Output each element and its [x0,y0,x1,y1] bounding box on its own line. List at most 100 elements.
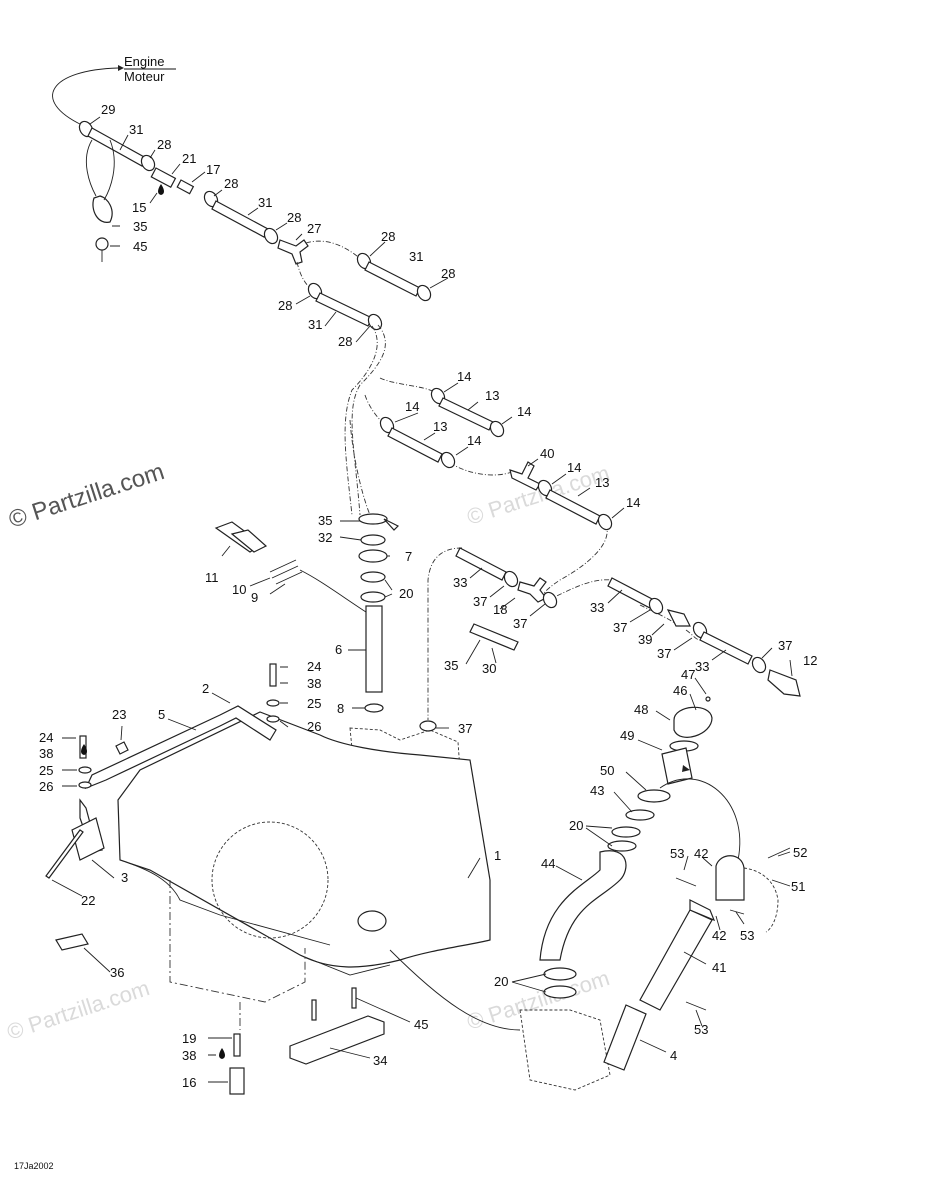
drawing-code: 17Ja2002 [14,1161,54,1171]
clamp-37-b [542,591,558,609]
callout-31d: 31 [308,317,322,332]
support-34 [289,1015,385,1065]
bolt-19 [233,1033,241,1057]
callout-10: 10 [232,582,246,597]
callout-24a: 24 [307,659,321,674]
engine-label: Engine [124,54,164,69]
callout-18: 18 [493,602,507,617]
callout-29: 29 [101,102,115,117]
pickup-tube-6 [365,605,383,693]
tee-18 [517,577,547,603]
callout-13b: 13 [433,419,447,434]
leader-lines [51,116,793,1083]
callout-15: 15 [132,200,146,215]
clamp-28-e [416,284,432,302]
callout-7: 7 [405,549,412,564]
clamp-37-c [648,597,664,615]
upper-fuel-line [78,120,432,331]
callout-28c: 28 [287,210,301,225]
callout-6: 6 [335,642,342,657]
hose-13-c [545,489,601,525]
callout-14b: 14 [517,404,531,419]
hose-31-lower [315,292,373,327]
vent-line [419,547,801,732]
callout-37e: 37 [778,638,792,653]
clamp-14-f [597,513,613,531]
callout-19: 19 [182,1031,196,1046]
callout-5: 5 [158,707,165,722]
callout-28d: 28 [381,229,395,244]
callout-38b: 38 [39,746,53,761]
callout-37d: 37 [657,646,671,661]
nut-7 [358,549,388,563]
ring-43 [625,809,655,821]
tie-strap-35-top [92,195,113,223]
callout-37c: 37 [613,620,627,635]
tie-35-center [358,513,388,525]
clamp-20-c2 [543,985,577,999]
vent-valve-12 [767,669,801,697]
callout-14c: 14 [405,399,419,414]
callout-9: 9 [251,590,258,605]
flex-hose-41 [639,909,713,1011]
tank-vent-port [357,910,387,932]
callout-51: 51 [791,879,805,894]
watermark-partzilla: © Partzilla.com [6,458,168,534]
clamp-20-c1 [543,967,577,981]
callout-42a: 42 [694,846,708,861]
clamp-14-d [440,451,456,469]
callout-28f: 28 [278,298,292,313]
callout-12: 12 [803,653,817,668]
callout-28e: 28 [441,266,455,281]
callout-33c: 33 [695,659,709,674]
callout-14d: 14 [467,433,481,448]
hose-31-right [364,261,421,297]
tank-detail-circle [211,821,329,939]
callout-36: 36 [110,965,124,980]
callout-14a: 14 [457,369,471,384]
hose-33-c [699,631,753,665]
callout-48: 48 [634,702,648,717]
clamp-32 [360,534,386,546]
screw-45-lower-b [351,987,357,1009]
callout-11: 11 [205,570,219,585]
clamp-37-f [419,720,437,732]
callout-25a: 25 [307,696,321,711]
callout-13c: 13 [595,475,609,490]
clamp-28-a [140,154,156,172]
callout-26b: 26 [39,779,53,794]
clamp-37-a [503,570,519,588]
callout-53a: 53 [670,846,684,861]
nut-23 [115,741,129,755]
y-fitting-27 [277,239,309,265]
hose-44 [539,850,627,961]
screw-45-lower-a [311,999,317,1021]
callout-40: 40 [540,446,554,461]
callout-46: 46 [673,683,687,698]
callout-21: 21 [182,151,196,166]
callout-44: 44 [541,856,555,871]
clamp-37-e [751,656,767,674]
callout-28b: 28 [224,176,238,191]
callout-34: 34 [373,1053,387,1068]
callout-4: 4 [670,1048,677,1063]
hose-13-a [438,397,494,431]
engine-header: Engine Moteur [52,54,176,126]
bolt-22 [45,829,84,879]
callout-8: 8 [337,701,344,716]
callout-31c: 31 [409,249,423,264]
strap-5-end [79,798,103,853]
callout-32: 32 [318,530,332,545]
callout-45b: 45 [414,1017,428,1032]
filter-21 [150,167,177,188]
spacer-16 [229,1067,245,1095]
grommet-8 [364,703,384,713]
watermark-faint-2: © Partzilla.com [4,975,153,1045]
callout-41: 41 [712,960,726,975]
clamp-20-a2 [360,591,386,603]
bracket-3 [71,817,105,861]
clamp-20-a1 [360,571,386,583]
callout-43: 43 [590,783,604,798]
tank-body-1 [117,711,491,968]
